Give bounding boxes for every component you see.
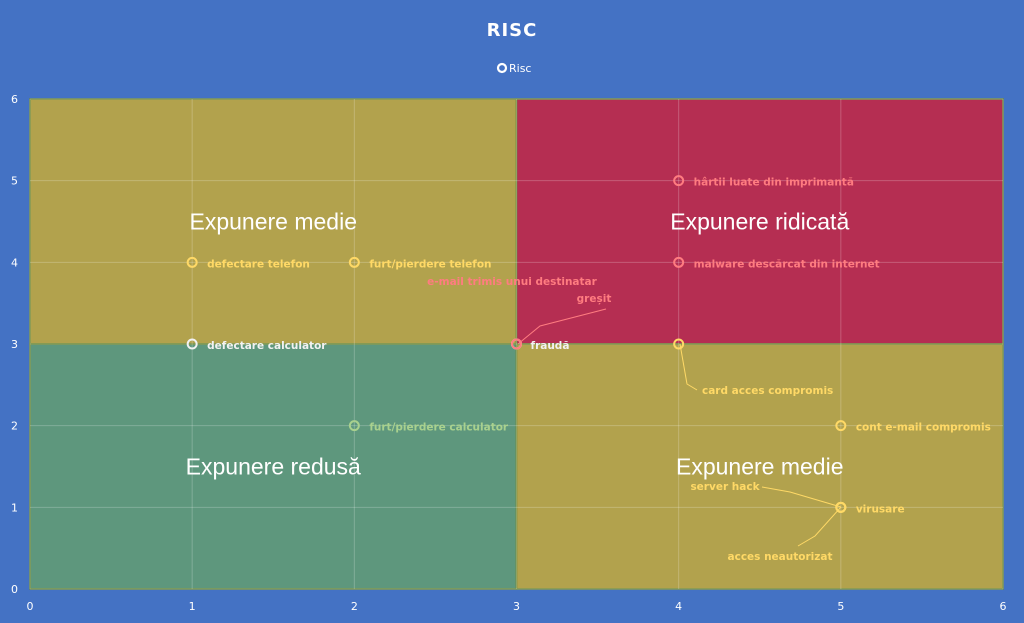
point-label: defectare calculator: [207, 340, 327, 352]
legend-marker: [496, 62, 508, 74]
leader-line: [761, 486, 842, 508]
data-point: [673, 256, 685, 268]
data-point: [835, 501, 847, 513]
y-tick-label: 3: [11, 338, 18, 351]
x-tick-label: 4: [675, 600, 682, 613]
y-tick-label: 5: [11, 175, 18, 188]
y-tick-label: 0: [11, 583, 18, 596]
zone-label: Expunere redusă: [186, 454, 361, 480]
data-point: [348, 256, 360, 268]
data-point: [186, 338, 198, 350]
zone-label: Expunere medie: [190, 209, 358, 235]
point-label: acces neautorizat: [728, 551, 833, 563]
x-tick-label: 1: [189, 600, 196, 613]
data-point: [511, 338, 522, 350]
legend-label: Risc: [509, 62, 531, 75]
zone-label: Expunere medie: [676, 454, 844, 480]
data-point: [673, 338, 685, 350]
x-tick-label: 5: [837, 600, 844, 613]
point-label: furt/pierdere calculator: [369, 422, 509, 434]
zone-0: [29, 98, 518, 345]
chart-title: RISC: [487, 20, 538, 41]
x-tick-label: 2: [351, 600, 358, 613]
point-label: malware descărcat din internet: [694, 258, 880, 270]
data-point: [835, 420, 847, 432]
y-tick-label: 1: [11, 501, 18, 514]
point-label-line: e-mail trimis unui destinatar: [427, 276, 597, 288]
point-label: fraudă: [531, 340, 570, 352]
point-label-line: greșit: [577, 293, 612, 305]
leader-line: [517, 308, 607, 345]
data-point: [186, 256, 198, 268]
point-label: hârtii luate din imprimantă: [694, 177, 854, 189]
zone-2: [29, 343, 518, 590]
y-tick-label: 6: [11, 93, 18, 106]
leader-line: [679, 343, 698, 391]
x-tick-label: 0: [27, 600, 34, 613]
point-label: card acces compromis: [702, 385, 833, 397]
point-label: defectare telefon: [207, 258, 310, 270]
data-point: [673, 175, 685, 187]
y-tick-label: 2: [11, 420, 18, 433]
zone-label: Expunere ridicată: [670, 209, 849, 235]
leader-line: [797, 506, 842, 547]
zone-1: [515, 98, 1004, 345]
point-label: cont e-mail compromis: [856, 422, 991, 434]
data-point: [348, 420, 360, 432]
point-label: furt/pierdere telefon: [369, 258, 491, 270]
data-points: [186, 175, 847, 513]
zones: [29, 98, 1004, 590]
point-label: e-mail trimis unui destinatar greșit: [427, 276, 611, 305]
axes: 0 1 2 3 4 5 6 0 1 2 3 4 5 6: [11, 93, 1007, 613]
point-label: virusare: [856, 503, 905, 515]
x-tick-label: 3: [513, 600, 520, 613]
legend: Risc: [496, 62, 531, 75]
leader-lines: [517, 308, 842, 547]
x-tick-label: 6: [1000, 600, 1007, 613]
y-tick-label: 4: [11, 256, 18, 269]
point-label: server hack: [690, 481, 760, 493]
point-labels: defectare telefon furt/pierdere telefon de…: [207, 177, 991, 563]
zone-3: [515, 343, 1004, 590]
